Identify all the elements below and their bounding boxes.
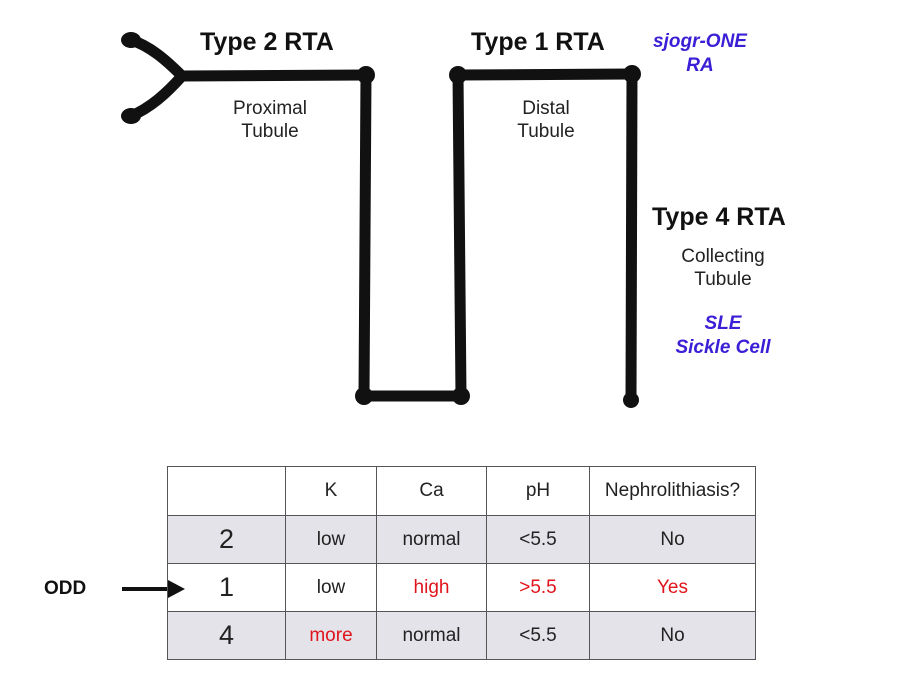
type1-assoc-line1: sjogr-ONE xyxy=(653,31,747,52)
table-header-row: K Ca pH Nephrolithiasis? xyxy=(167,466,756,516)
ca-cell: normal xyxy=(376,515,487,564)
joint-dot xyxy=(357,66,375,84)
table-row: 2 low normal <5.5 No xyxy=(167,515,756,564)
header-cell-ph: pH xyxy=(486,466,590,516)
ph-cell: <5.5 xyxy=(486,515,590,564)
type4-assoc-line1: SLE xyxy=(704,313,742,334)
type4-associations: SLE Sickle Cell xyxy=(648,312,798,360)
type1-rta-title: Type 1 RTA xyxy=(471,28,605,56)
distal-tubule-segment xyxy=(452,68,638,81)
stones-cell: Yes xyxy=(589,563,756,612)
proximal-label-line1: Proximal xyxy=(233,98,307,119)
ph-cell: >5.5 xyxy=(486,563,590,612)
glomerulus-blob-top xyxy=(121,32,141,48)
table-row: 4 more normal <5.5 No xyxy=(167,611,756,660)
header-cell-k: K xyxy=(285,466,377,516)
proximal-tubule-label: Proximal Tubule xyxy=(210,98,330,144)
joint-dot xyxy=(623,392,639,408)
joint-dot xyxy=(452,387,470,405)
descending-limb xyxy=(358,69,372,402)
proximal-label-line2: Tubule xyxy=(241,120,299,142)
header-cell-corner xyxy=(167,466,286,516)
type4-rta-title: Type 4 RTA xyxy=(652,203,786,231)
k-cell: low xyxy=(285,515,377,564)
header-cell-ca: Ca xyxy=(376,466,487,516)
glomerulus-blob-bottom xyxy=(121,108,141,124)
ca-cell: normal xyxy=(376,611,487,660)
k-cell: low xyxy=(285,563,377,612)
collecting-tubule-label: Collecting Tubule xyxy=(658,246,788,292)
type4-assoc-line2: Sickle Cell xyxy=(675,336,771,358)
collecting-duct xyxy=(625,68,638,406)
row-type-cell: 2 xyxy=(167,515,286,564)
ph-cell: <5.5 xyxy=(486,611,590,660)
collecting-label-line2: Tubule xyxy=(694,268,752,290)
rta-comparison-table: K Ca pH Nephrolithiasis? 2 low normal <5… xyxy=(167,466,756,660)
type1-associations: sjogr-ONE RA xyxy=(630,30,770,78)
distal-tubule-label: Distal Tubule xyxy=(486,98,606,144)
proximal-tubule-segment xyxy=(176,69,372,82)
glomerulus-fork xyxy=(125,34,188,122)
type2-rta-title: Type 2 RTA xyxy=(200,28,334,56)
header-cell-nephrolithiasis: Nephrolithiasis? xyxy=(589,466,756,516)
type1-assoc-line2: RA xyxy=(686,54,714,76)
distal-label-line2: Tubule xyxy=(517,120,575,142)
collecting-label-line1: Collecting xyxy=(681,246,765,267)
odd-label: ODD xyxy=(44,578,87,599)
ca-cell: high xyxy=(376,563,487,612)
stones-cell: No xyxy=(589,515,756,564)
stones-cell: No xyxy=(589,611,756,660)
joint-dot xyxy=(355,387,373,405)
ascending-limb xyxy=(452,69,467,402)
row-type-cell: 1 xyxy=(167,563,286,612)
joint-dot xyxy=(449,66,467,84)
row-type-cell: 4 xyxy=(167,611,286,660)
joint-dot xyxy=(623,65,641,83)
distal-label-line1: Distal xyxy=(522,98,570,119)
k-cell: more xyxy=(285,611,377,660)
table-row: 1 low high >5.5 Yes xyxy=(167,563,756,612)
